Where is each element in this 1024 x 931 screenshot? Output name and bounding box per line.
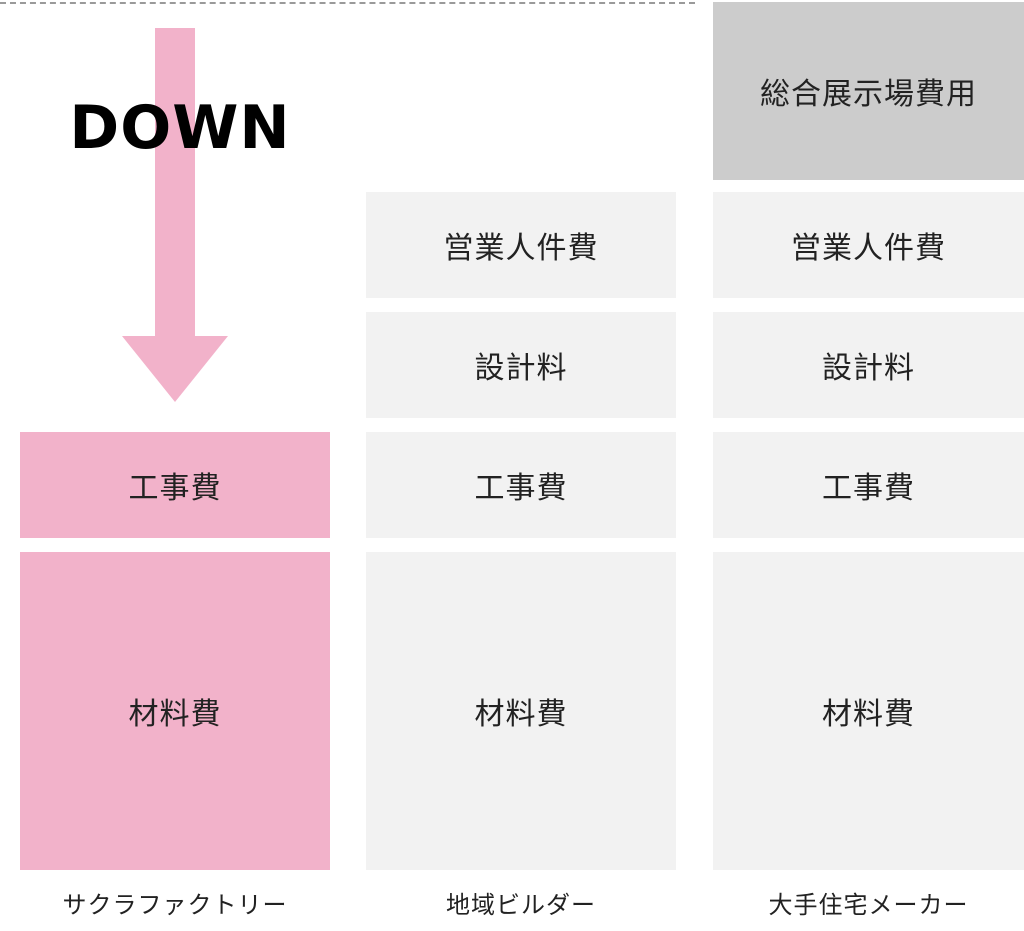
arrow-shaft [155, 28, 195, 340]
major-construction-label: 工事費 [822, 471, 915, 506]
local-construction-label: 工事費 [474, 471, 568, 506]
local-construction-block: 工事費 [366, 432, 676, 538]
major-design-label: 設計料 [822, 351, 915, 386]
major-sales-personnel-block: 営業人件費 [713, 192, 1024, 298]
dashed-reference-line [0, 2, 695, 4]
major-showroom-label: 総合展示場費用 [760, 77, 977, 112]
sakura-materials-label: 材料費 [128, 697, 222, 732]
major-construction-block: 工事費 [713, 432, 1024, 538]
down-label: DOWN [69, 93, 291, 163]
sakura-construction-label: 工事費 [128, 471, 222, 506]
sakura-construction-block: 工事費 [20, 432, 330, 538]
local-sales-personnel-block: 営業人件費 [366, 192, 676, 298]
column-label-local-builder: 地域ビルダー [446, 890, 596, 919]
sakura-materials-block: 材料費 [20, 552, 330, 870]
major-materials-block: 材料費 [713, 552, 1024, 870]
major-showroom-block: 総合展示場費用 [713, 2, 1024, 180]
local-materials-block: 材料費 [366, 552, 676, 870]
major-sales-personnel-label: 営業人件費 [791, 231, 946, 266]
column-label-major-maker: 大手住宅メーカー [768, 890, 969, 919]
down-arrow-icon [60, 22, 300, 412]
local-design-block: 設計料 [366, 312, 676, 418]
local-design-label: 設計料 [474, 351, 568, 386]
major-materials-label: 材料費 [822, 697, 915, 732]
local-materials-label: 材料費 [474, 697, 568, 732]
arrow-head [122, 336, 228, 402]
local-sales-personnel-label: 営業人件費 [443, 231, 599, 266]
major-design-block: 設計料 [713, 312, 1024, 418]
column-label-sakura: サクラファクトリー [62, 890, 288, 919]
